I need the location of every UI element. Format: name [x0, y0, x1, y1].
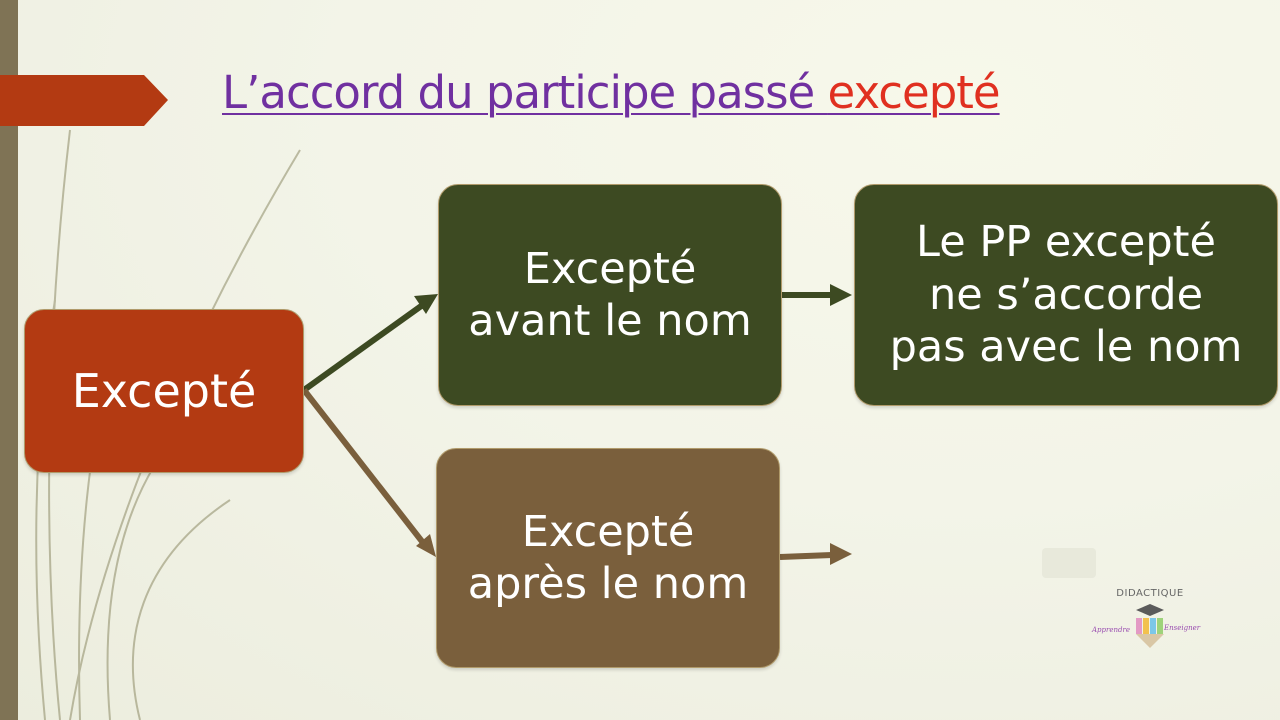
connector-root-to-after [301, 388, 436, 557]
logo-left-word: Apprendre [1092, 626, 1130, 634]
didactique-logo: DIDACTIQUE Apprendre Enseigner [1090, 588, 1210, 654]
slide-title: L’accord du participe passé excepté [222, 66, 1001, 119]
title-main: L’accord du participe passé [222, 66, 828, 119]
title-accent: excepté [827, 66, 1001, 119]
left-border-bar [0, 0, 18, 720]
connector-root-to-before [302, 294, 438, 393]
root-node: Excepté [24, 309, 304, 473]
connector-before-to-result [782, 284, 852, 306]
root-node-label: Excepté [71, 363, 257, 418]
title-marker [0, 75, 168, 126]
logo-right-word: Enseigner [1164, 624, 1201, 632]
books-icon [1136, 604, 1164, 648]
connector-after-open [779, 543, 852, 565]
result-before-label: Le PP excepté ne s’accorde pas avec le n… [889, 217, 1243, 373]
branch-before-node: Excepté avant le nom [438, 184, 782, 406]
faint-stamp [1042, 548, 1096, 578]
logo-title: DIDACTIQUE [1116, 588, 1184, 599]
branch-after-label: Excepté après le nom [467, 506, 749, 609]
result-before-node: Le PP excepté ne s’accorde pas avec le n… [854, 184, 1278, 406]
branch-before-label: Excepté avant le nom [468, 243, 752, 346]
branch-after-node: Excepté après le nom [436, 448, 780, 668]
